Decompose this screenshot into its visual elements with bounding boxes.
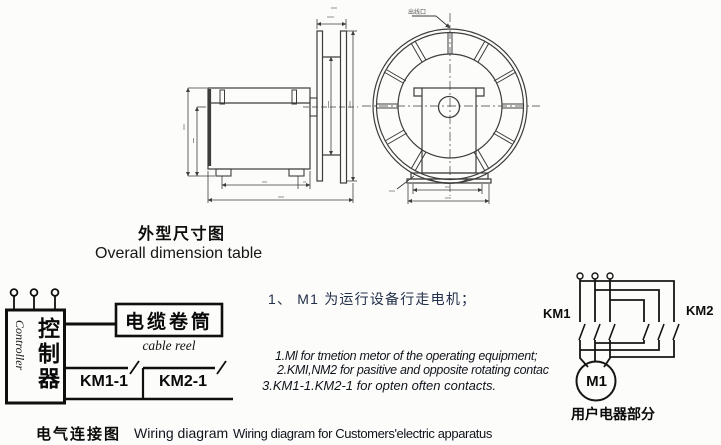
note-english-2: 2.KMI,NM2 for pasitive and opposite rota…	[277, 363, 549, 377]
front-view-drawing	[362, 13, 540, 204]
cable-reel-label-en: cable reel	[142, 338, 196, 353]
controller-label-en: Controller	[13, 320, 27, 371]
cable-outlet-label: 出线口	[408, 10, 427, 16]
wiring-caption-en2: Wiring diagram for Customers'electric ap…	[233, 426, 492, 441]
motor-m1-label: M1	[586, 373, 607, 390]
contact-km1-1-label: KM1-1	[79, 373, 128, 390]
controller-label-zh: 控制器	[35, 317, 60, 392]
wiring-caption-en1: Wiring diagram	[134, 425, 229, 441]
note-english-1: 1.Ml for tmetion metor of the operating …	[275, 349, 538, 363]
wiring-diagram	[5, 288, 233, 405]
cable-reel-label-zh: 电缆卷筒	[124, 312, 213, 333]
contact-km2-1-label: KM2-1	[158, 373, 207, 390]
contactor-km1-label: KM1	[543, 306, 571, 321]
note-english-3: 3.KM1-1.KM2-1 for opten often contacts.	[262, 378, 497, 393]
note-chinese: 1、 M1 为运行设备行走电机；	[268, 291, 477, 307]
side-view-drawing	[183, 7, 358, 203]
dimension-title-en: Overall dimension table	[95, 245, 263, 262]
wiring-caption-zh: 电气连接图	[36, 426, 122, 443]
customer-apparatus-caption: 用户电器部分	[571, 406, 655, 422]
contactor-km2-label: KM2	[686, 303, 714, 318]
dimension-title-zh: 外型尺寸图	[138, 226, 226, 243]
motor-circuit	[575, 272, 680, 402]
